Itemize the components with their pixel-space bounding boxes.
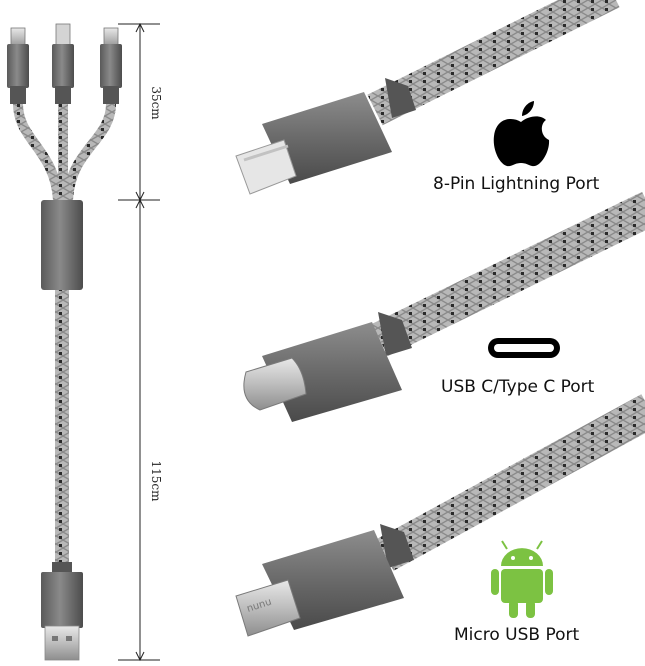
android-robot-icon (491, 540, 553, 618)
apple-logo-icon (493, 101, 550, 167)
splitter-housing (41, 200, 83, 290)
lightning-port-label: 8-Pin Lightning Port (433, 174, 600, 194)
tip-connector-left (7, 27, 29, 104)
main-braided-cable (55, 290, 69, 570)
lightning-connector-closeup (235, 0, 620, 195)
dimension-lines (118, 22, 160, 662)
upper-length-label: 35cm (149, 86, 163, 120)
usb-c-port-icon (488, 338, 560, 358)
tip-connector-middle (52, 23, 74, 104)
lower-length-label: 115cm (149, 460, 163, 502)
usb-c-connector-closeup (243, 191, 645, 422)
tip-connector-right (100, 27, 122, 104)
splitter-cable (7, 23, 122, 661)
micro-usb-connector-closeup: nunu (235, 394, 645, 637)
micro-usb-port-label: Micro USB Port (454, 625, 580, 645)
usb-a-connector (41, 562, 83, 661)
usb-c-port-label: USB C/Type C Port (441, 377, 595, 397)
